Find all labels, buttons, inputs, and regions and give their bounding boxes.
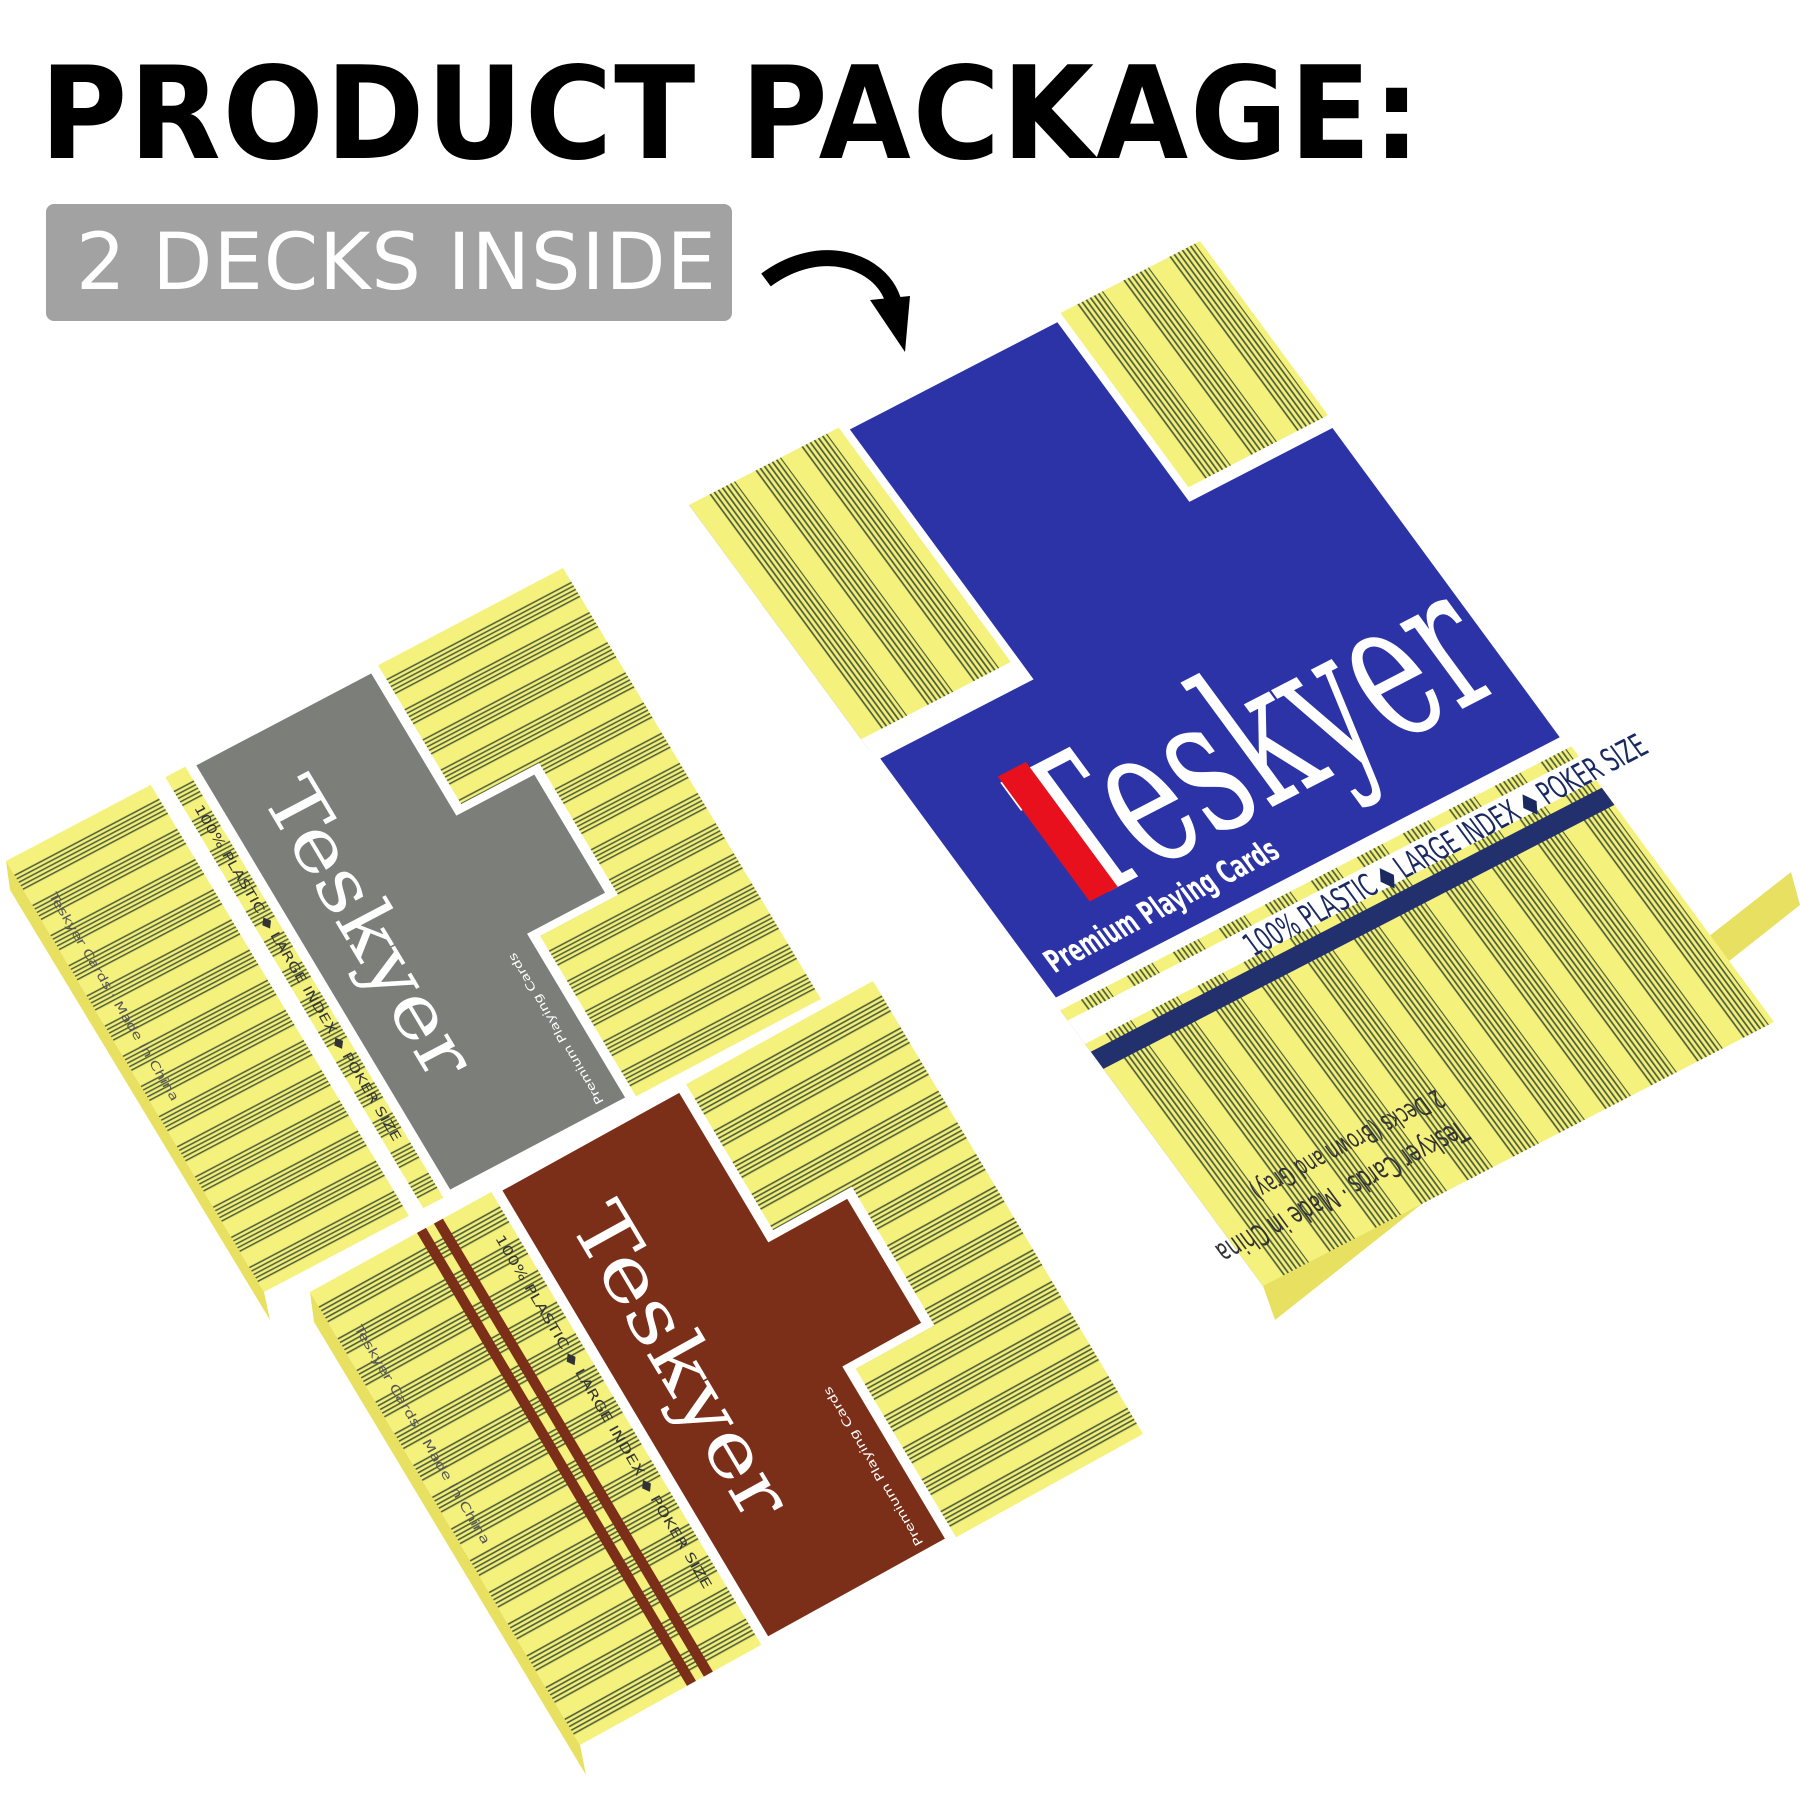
badge-label: 2 DECKS INSIDE (76, 218, 717, 308)
logo-red-accent (997, 761, 1118, 902)
outer-box-blue: Teskyer 100% PLASTIC ◆ LARGE INDEX ◆ POK… (689, 241, 1800, 1320)
page-title: PRODUCT PACKAGE: (40, 40, 1423, 189)
gray-deck: Teskyer 100% PLASTIC ◆ LARGE INDEX ◆ POK… (6, 567, 822, 1320)
brown-deck: Teskyer 100% PLASTIC ◆ LARGE INDEX ◆ POK… (310, 981, 1144, 1775)
decks-badge: 2 DECKS INSIDE (46, 204, 732, 321)
arrow-icon (761, 250, 910, 352)
